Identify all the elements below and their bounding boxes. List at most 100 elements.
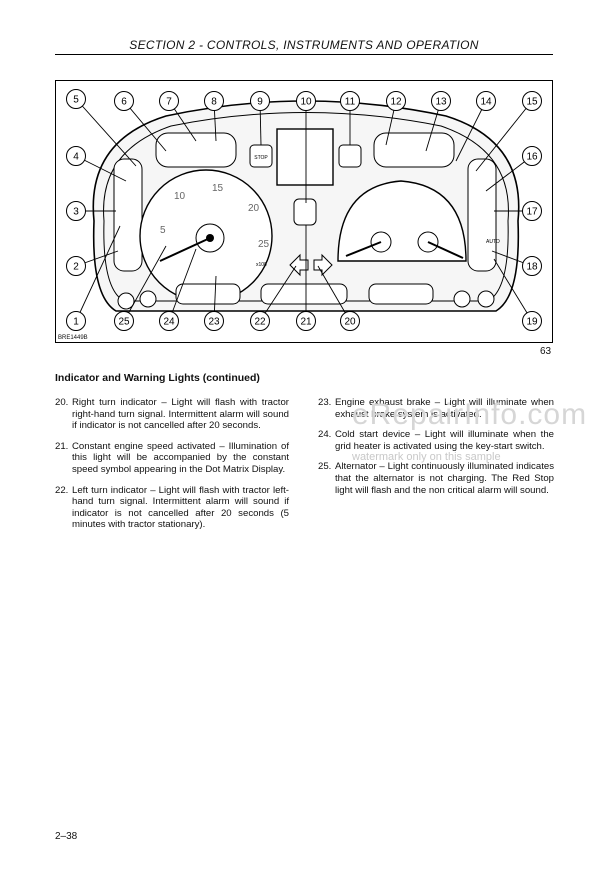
callout-circle-2 [66, 256, 86, 276]
fuel-gauge-needle [345, 241, 382, 257]
watermark-main: eRepairInfo.com [352, 398, 588, 431]
temperature-gauge-needle [427, 241, 464, 259]
tacho-scale-15: 15 [212, 183, 224, 194]
callout-label-9: 9 [257, 97, 263, 108]
callout-label-18: 18 [526, 262, 538, 273]
callout-label-19: 19 [526, 317, 538, 328]
callout-label-2: 2 [73, 262, 79, 273]
right-column: 23. Engine exhaust brake – Light will il… [318, 397, 554, 505]
left-warning-panel [113, 158, 143, 272]
page-number: 2–38 [55, 831, 78, 842]
callout-circle-24 [159, 311, 179, 331]
callout-circle-10 [296, 91, 316, 111]
item-text: Alternator – Light continuously illumina… [335, 461, 554, 496]
callout-label-5: 5 [73, 95, 79, 106]
tacho-scale-20: 20 [248, 203, 260, 214]
tacho-scale-25: 25 [258, 239, 270, 250]
section-title: Indicator and Warning Lights (continued) [55, 372, 260, 384]
callout-label-21: 21 [300, 317, 312, 328]
callout-circle-14 [476, 91, 496, 111]
callout-circle-25 [114, 311, 134, 331]
left-turn-arrow-icon [289, 253, 309, 277]
callout-circle-22 [250, 311, 270, 331]
item-text: Engine exhaust brake – Light will illumi… [335, 397, 554, 420]
item-number: 23. [318, 397, 332, 408]
callout-label-17: 17 [526, 207, 538, 218]
tacho-unit: x100 [256, 262, 267, 268]
list-item: 22. Left turn indicator – Light will fla… [55, 485, 289, 531]
header-rule [55, 54, 553, 55]
callout-label-6: 6 [121, 97, 127, 108]
watermark-sub: watermark only on this sample [352, 451, 501, 463]
callout-circle-16 [522, 146, 542, 166]
callout-label-12: 12 [390, 97, 402, 108]
callout-circle-20 [340, 311, 360, 331]
callout-label-23: 23 [208, 317, 220, 328]
item-number: 25. [318, 461, 332, 473]
item-number: 22. [55, 484, 69, 496]
callout-circle-11 [340, 91, 360, 111]
callout-label-25: 25 [118, 317, 130, 328]
right-turn-arrow-icon [313, 253, 333, 277]
callout-circle-17 [522, 201, 542, 221]
item-text: Left turn indicator – Light will flash w… [72, 484, 289, 531]
tacho-scale-10: 10 [174, 191, 186, 202]
list-item: 23. Engine exhaust brake – Light will il… [318, 397, 554, 420]
callout-label-24: 24 [163, 317, 175, 328]
stop-label: STOP [254, 155, 268, 161]
callout-circle-9 [250, 91, 270, 111]
item-number: 21. [55, 440, 69, 452]
list-item: 24. Cold start device – Light will illum… [318, 429, 554, 452]
lower-right-display [368, 283, 434, 305]
right-knob-1 [453, 290, 471, 308]
callout-label-16: 16 [526, 152, 538, 163]
item-number: 24. [318, 429, 332, 441]
callout-label-1: 1 [73, 317, 79, 328]
callout-label-15: 15 [526, 97, 538, 108]
callout-circle-1 [66, 311, 86, 331]
list-item: 25. Alternator – Light continuously illu… [318, 461, 554, 496]
item-number: 20. [55, 397, 69, 408]
section-header: SECTION 2 - CONTROLS, INSTRUMENTS AND OP… [129, 38, 479, 52]
callout-label-4: 4 [73, 152, 79, 163]
left-knob-2 [117, 292, 135, 310]
list-item: 20. Right turn indicator – Light will fl… [55, 397, 289, 432]
callout-circle-8 [204, 91, 224, 111]
tacho-scale-5: 5 [160, 225, 166, 236]
callout-label-10: 10 [300, 97, 312, 108]
right-knob-2 [477, 290, 495, 308]
dot-matrix-display [276, 128, 334, 186]
callout-label-7: 7 [166, 97, 172, 108]
callout-circle-3 [66, 201, 86, 221]
callout-label-8: 8 [211, 97, 217, 108]
callout-circle-19 [522, 311, 542, 331]
callout-circle-18 [522, 256, 542, 276]
callout-circle-12 [386, 91, 406, 111]
callout-circle-4 [66, 146, 86, 166]
callout-label-14: 14 [480, 97, 492, 108]
constant-speed-light [293, 198, 317, 226]
left-column: 20. Right turn indicator – Light will fl… [55, 397, 289, 540]
callout-label-3: 3 [73, 207, 79, 218]
callout-circle-13 [431, 91, 451, 111]
lower-centre-display [260, 283, 348, 305]
tachometer-needle [159, 237, 211, 262]
figure-code: BRE1449B [58, 335, 88, 341]
list-item: 21. Constant engine speed activated – Il… [55, 441, 289, 476]
item-text: Cold start device – Light will illuminat… [335, 429, 554, 452]
callout-circle-7 [159, 91, 179, 111]
callout-label-13: 13 [435, 97, 447, 108]
item-text: Right turn indicator – Light will flash … [72, 397, 289, 432]
warning-light-11 [338, 144, 362, 168]
instrument-cluster-diagram: STOP 5 10 15 20 25 x100 AUTO [66, 89, 542, 331]
instrument-cluster-figure: STOP 5 10 15 20 25 x100 AUTO [55, 80, 553, 343]
right-warning-panel [467, 158, 497, 272]
left-knob-1 [139, 290, 157, 308]
callout-leader-lines [75, 98, 533, 322]
upper-left-light-bar [155, 132, 237, 168]
callout-circle-23 [204, 311, 224, 331]
callout-label-11: 11 [345, 97, 356, 108]
callout-circle-21 [296, 311, 316, 331]
callout-circle-6 [114, 91, 134, 111]
upper-right-light-bar [373, 132, 455, 168]
